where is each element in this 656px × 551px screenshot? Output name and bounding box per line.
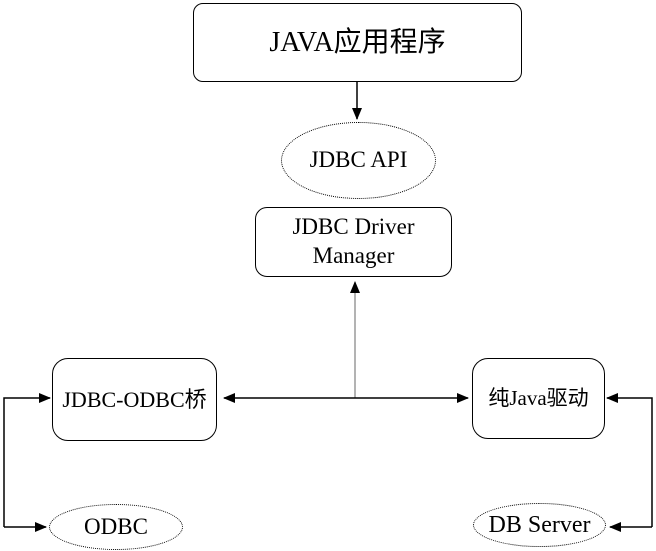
java-application-box: JAVA应用程序	[193, 3, 522, 82]
jdbc-odbc-bridge-box: JDBC-ODBC桥	[52, 358, 217, 441]
jdbc-api-label: JDBC API	[309, 147, 408, 173]
jdbc-driver-manager-box: JDBC Driver Manager	[255, 207, 452, 277]
db-server-ellipse: DB Server	[473, 503, 606, 547]
arrow-left-loop-to-jdbc-odbc-bridge	[3, 393, 51, 527]
pure-java-driver-label: 纯Java驱动	[488, 386, 589, 411]
odbc-label: ODBC	[84, 513, 148, 539]
arrow-right-loop-to-pure-java-driver	[606, 393, 653, 527]
jdbc-driver-manager-label: JDBC Driver Manager	[292, 214, 415, 268]
jdbc-api-ellipse: JDBC API	[281, 122, 436, 199]
db-server-label: DB Server	[488, 512, 591, 538]
pure-java-driver-box: 纯Java驱动	[472, 358, 605, 439]
jdbc-odbc-bridge-label: JDBC-ODBC桥	[62, 386, 207, 412]
java-application-label: JAVA应用程序	[269, 27, 446, 58]
odbc-ellipse: ODBC	[49, 504, 183, 550]
